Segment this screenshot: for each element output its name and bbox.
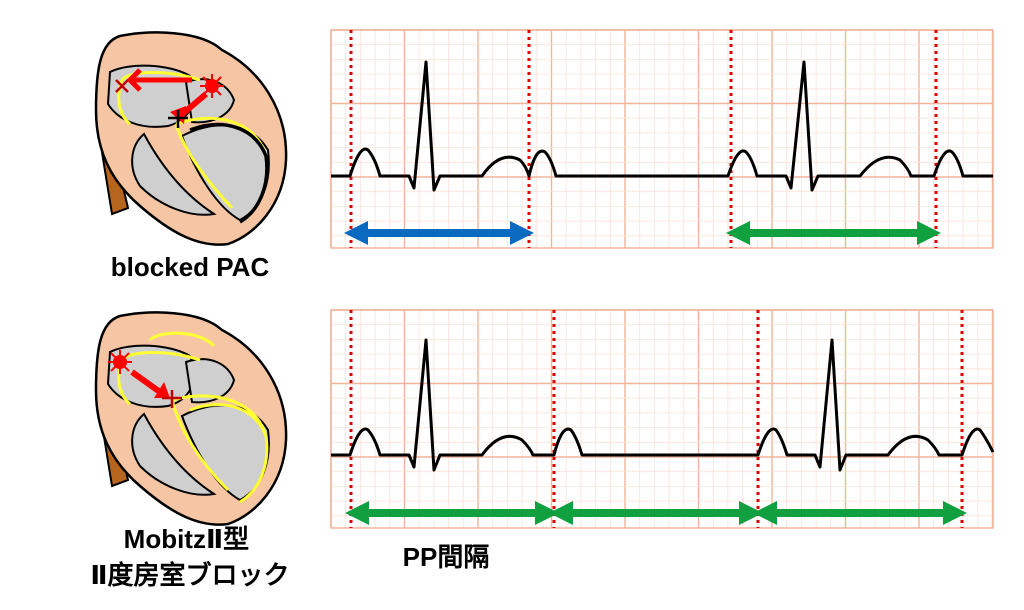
panel-blocked-pac: blocked PAC bbox=[94, 29, 994, 282]
ecg-strip bbox=[330, 29, 994, 249]
impulse-star-icon bbox=[108, 350, 132, 374]
panel-mobitz-2: MobitzⅡ型 Ⅱ度房室ブロック PP間隔 bbox=[90, 309, 995, 590]
impulse-star-icon bbox=[200, 74, 224, 98]
pp-interval-label: PP間隔 bbox=[403, 542, 490, 572]
ecg-strip bbox=[330, 309, 995, 529]
panel-caption: MobitzⅡ型 Ⅱ度房室ブロック bbox=[90, 524, 289, 590]
heart-conduction-mobitz2-icon bbox=[94, 311, 288, 526]
heart-conduction-blocked-pac-icon bbox=[94, 31, 288, 246]
ecg-trace bbox=[331, 338, 995, 472]
ecg-trace bbox=[331, 60, 993, 192]
panel-caption: blocked PAC bbox=[111, 252, 270, 282]
